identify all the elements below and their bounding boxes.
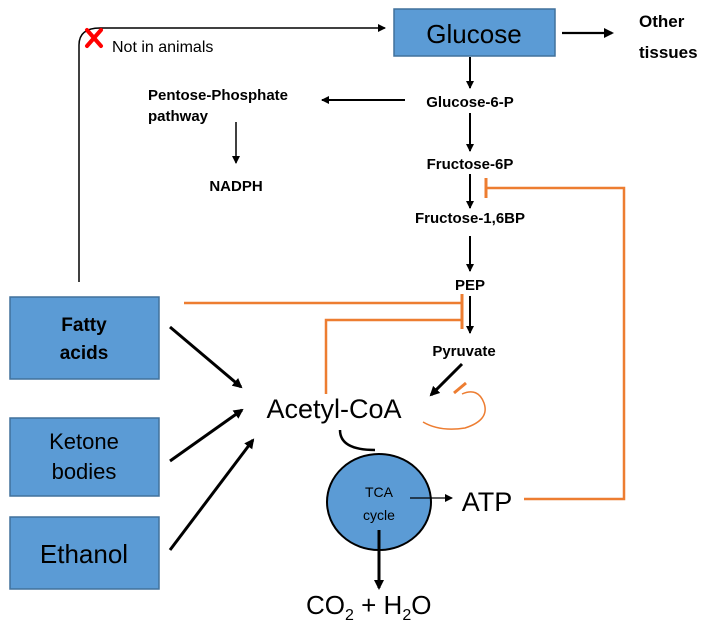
arrow-fatty-acids-to-acetylcoa xyxy=(169,325,243,389)
fatty-acids-label-line1: Fatty xyxy=(61,315,107,336)
arrow-ketones-to-acetylcoa xyxy=(169,408,244,463)
glucose-box: Glucose xyxy=(393,8,556,57)
fructose-16bp-label: Fructose-1,6BP xyxy=(415,210,525,227)
ethanol-box: Ethanol xyxy=(9,516,160,590)
inhibition-acetylcoa-to-pk xyxy=(324,318,462,394)
fatty-acids-box: Fatty acids xyxy=(9,296,160,380)
not-in-animals-label: Not in animals xyxy=(112,39,213,56)
fatty-acids-label-line2: acids xyxy=(60,343,109,364)
glucose-label: Glucose xyxy=(426,19,521,49)
tca-label-line1: TCA xyxy=(365,484,394,500)
tca-label-line2: cycle xyxy=(363,507,395,523)
arrow-pyruvate-to-acetylcoa xyxy=(429,362,464,397)
glucose-6p-label: Glucose-6-P xyxy=(426,94,514,111)
ethanol-label: Ethanol xyxy=(40,539,128,569)
inhibition-atp-to-pfk xyxy=(486,186,626,501)
atp-label: ATP xyxy=(462,487,513,517)
fructose-6p-label: Fructose-6P xyxy=(427,156,514,173)
arrow-fatty-acids-to-glucose xyxy=(78,24,386,282)
inhibition-acetylcoa-to-pdh xyxy=(422,391,486,430)
arrow-ethanol-to-acetylcoa xyxy=(168,438,255,551)
inhibition-bar-pdh xyxy=(453,381,467,395)
acetyl-coa-label: Acetyl-CoA xyxy=(266,394,401,424)
nadph-label: NADPH xyxy=(209,178,262,195)
ketone-label-line1: Ketone xyxy=(49,429,119,454)
ketone-bodies-box: Ketone bodies xyxy=(9,417,160,497)
ppp-label-line2: pathway xyxy=(148,108,209,125)
pyruvate-label: Pyruvate xyxy=(432,343,495,360)
pep-label: PEP xyxy=(455,277,485,294)
other-tissues-line2: tissues xyxy=(639,43,698,62)
co2-h2o-label: CO2 + H2O xyxy=(306,590,431,624)
other-tissues-line1: Other xyxy=(639,12,685,31)
ketone-label-line2: bodies xyxy=(52,459,117,484)
connector-acetylcoa-to-tca xyxy=(338,429,376,452)
cross-icon xyxy=(85,28,103,48)
ppp-label-line1: Pentose-Phosphate xyxy=(148,87,288,104)
